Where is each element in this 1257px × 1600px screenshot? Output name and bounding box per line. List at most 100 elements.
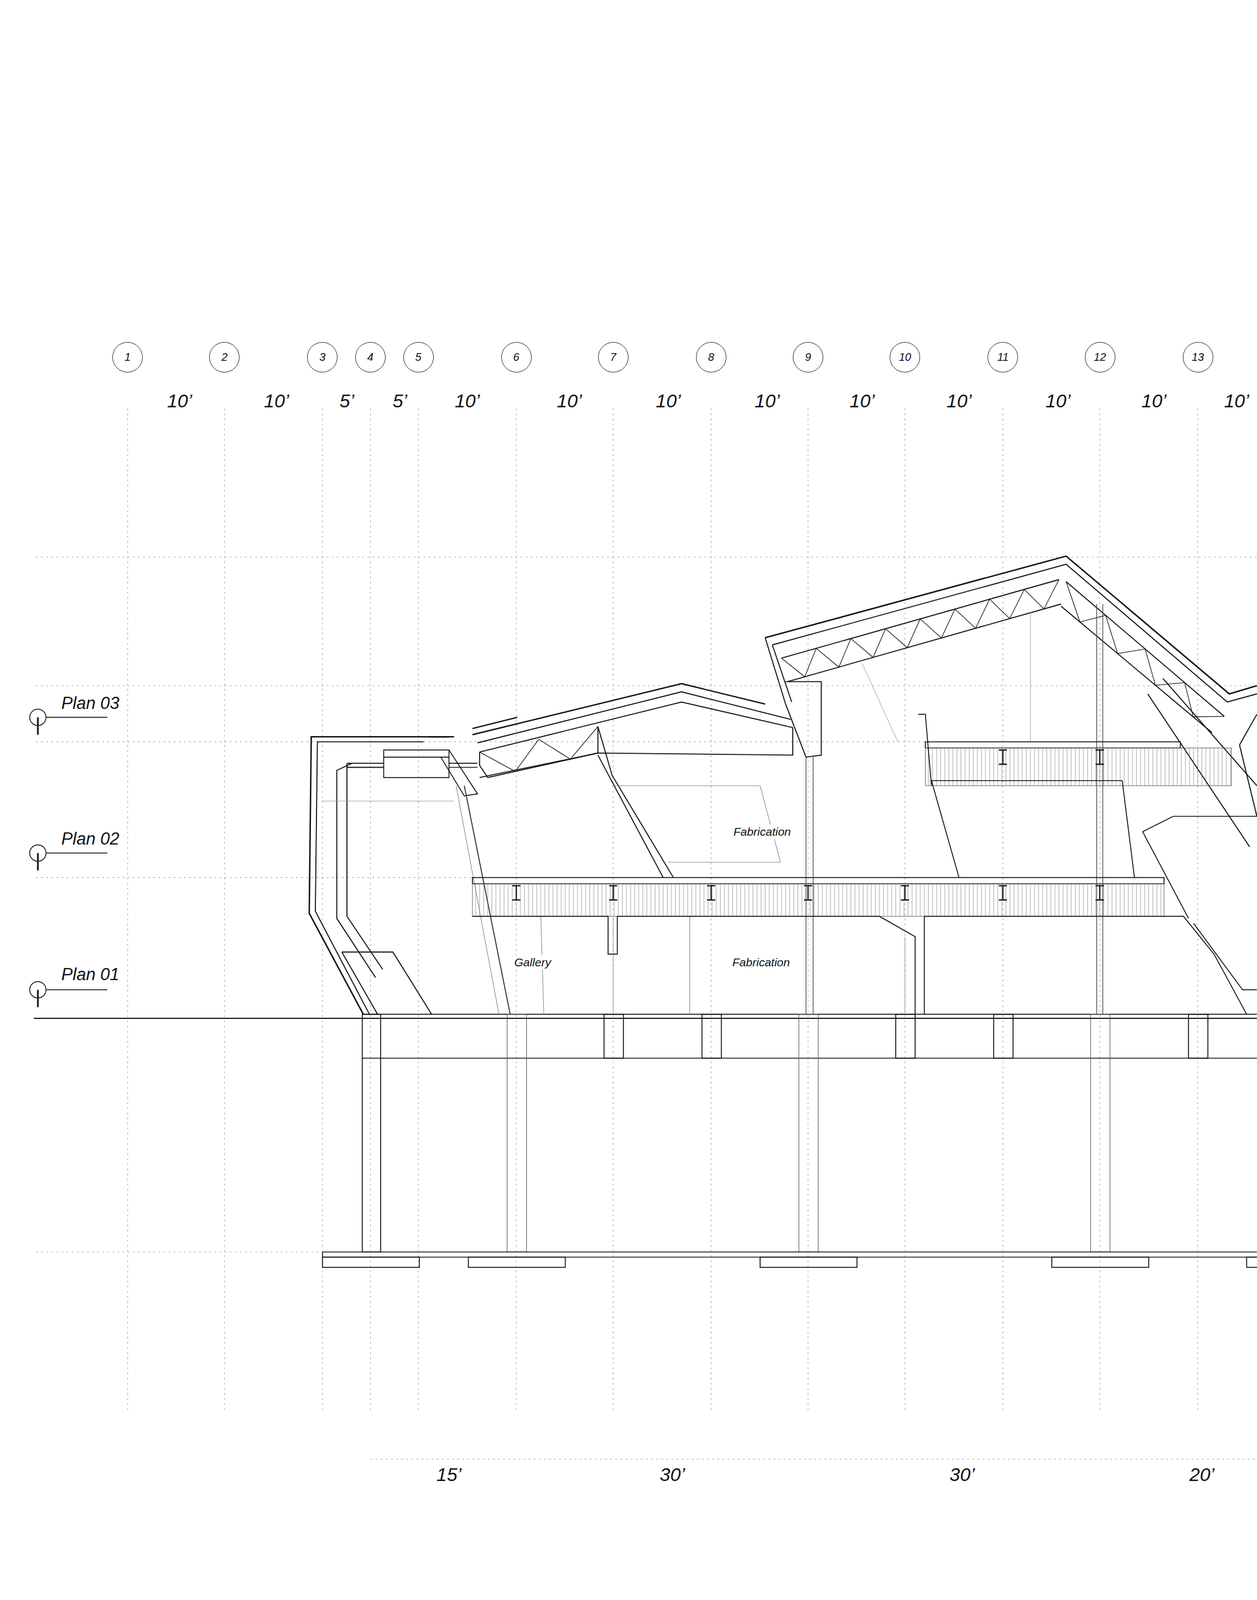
west-facade	[309, 736, 450, 1015]
gallery-roof	[479, 726, 599, 778]
main-roof	[772, 644, 792, 702]
west-facade	[336, 762, 376, 978]
floor-slab	[472, 883, 1165, 917]
columns	[861, 662, 898, 742]
foundation	[1051, 1257, 1149, 1267]
columns	[806, 604, 1104, 1015]
gallery-roof	[472, 717, 518, 729]
level-name: Plan 01	[61, 964, 120, 984]
west-facade	[346, 762, 384, 764]
foundation	[702, 1014, 722, 1058]
grid-number: 6	[513, 351, 520, 363]
foundation	[321, 1251, 324, 1257]
main-roof	[765, 556, 1257, 694]
grid-lines	[418, 408, 419, 1414]
grid-lines	[1197, 408, 1198, 1414]
foundation	[322, 1250, 1257, 1253]
grid-lines	[35, 1251, 323, 1253]
level-name: Plan 03	[61, 693, 120, 713]
west-facade	[346, 762, 383, 969]
grid-number: 9	[804, 351, 812, 363]
entry-canopy	[440, 749, 478, 796]
west-facade	[341, 951, 378, 1014]
steel-beams	[512, 885, 521, 900]
ground-line	[33, 1017, 1257, 1019]
floor-slab	[472, 916, 916, 1015]
foundation	[362, 1057, 1257, 1059]
grid-bubble: 13	[1182, 341, 1214, 373]
grid-number: 5	[415, 351, 422, 363]
gallery-roof	[598, 726, 674, 878]
grid-lines	[35, 684, 1257, 686]
columns	[1030, 611, 1031, 742]
grid-number: 12	[1093, 351, 1106, 363]
steel-beams	[512, 749, 1104, 900]
floor-slab	[613, 916, 614, 1015]
entry-canopy	[383, 756, 450, 758]
level-markers	[45, 989, 108, 991]
foundation	[604, 1014, 624, 1058]
entry-canopy	[449, 766, 479, 768]
level-markers	[37, 852, 39, 870]
dimension: 10’	[167, 390, 192, 412]
level-markers	[37, 989, 39, 1007]
grid-number: 13	[1191, 351, 1204, 363]
main-roof	[765, 637, 786, 704]
grid-number: 10	[899, 351, 912, 363]
entry-canopy	[449, 762, 479, 764]
main-roof	[781, 579, 1060, 658]
columns	[1102, 604, 1104, 1015]
mezzanine	[918, 714, 932, 786]
grid-lines	[370, 1458, 1257, 1459]
foundation	[798, 1014, 819, 1253]
dimension: 10’	[754, 390, 780, 412]
level-markers	[37, 717, 39, 735]
main-roof	[787, 604, 1062, 682]
dimension: 10’	[1223, 390, 1249, 412]
level-markers	[29, 708, 108, 1007]
floor-slab	[924, 916, 1248, 1015]
dimension: 10’	[849, 390, 875, 412]
mezzanine	[1142, 816, 1257, 832]
steel-beams	[998, 885, 1007, 900]
grid-bubble: 4	[355, 341, 386, 373]
grid-number: 2	[221, 351, 228, 363]
mezzanine	[925, 741, 1181, 748]
grid-number: 3	[319, 351, 326, 363]
dimension: 15’	[434, 1463, 464, 1485]
gallery-roof	[472, 683, 766, 735]
main-roof	[772, 564, 1257, 703]
grid-bubble: 2	[209, 341, 240, 373]
grid-bubble: 7	[598, 341, 629, 373]
columns	[1096, 604, 1098, 1015]
main-roof	[765, 556, 1257, 847]
room-name: Fabrication	[731, 824, 793, 839]
steel-beams	[998, 749, 1007, 765]
gallery-roof	[598, 754, 664, 877]
foundation	[322, 1014, 1257, 1267]
grid-number: 11	[996, 351, 1009, 363]
mezzanine	[931, 780, 1135, 877]
entry-canopy	[383, 749, 450, 778]
west-facade	[341, 951, 432, 1014]
roof-truss	[479, 579, 1225, 772]
glazing	[612, 785, 781, 862]
main-roof	[785, 681, 822, 757]
room-name: Fabrication	[730, 954, 792, 969]
grid-bubble: 5	[403, 341, 434, 373]
dimension: 30’	[658, 1463, 687, 1485]
gallery-roof	[477, 691, 791, 743]
grid-lines	[35, 556, 1257, 558]
mezzanine	[931, 780, 960, 877]
floor-slab	[904, 936, 906, 1015]
foundation	[507, 1014, 527, 1253]
west-facade	[315, 741, 424, 1014]
gallery-roof	[479, 727, 793, 778]
grid-bubble: 6	[501, 341, 532, 373]
grid-lines	[35, 408, 1257, 1459]
mezzanine	[925, 747, 1232, 786]
grid-bubble: 11	[987, 341, 1018, 373]
